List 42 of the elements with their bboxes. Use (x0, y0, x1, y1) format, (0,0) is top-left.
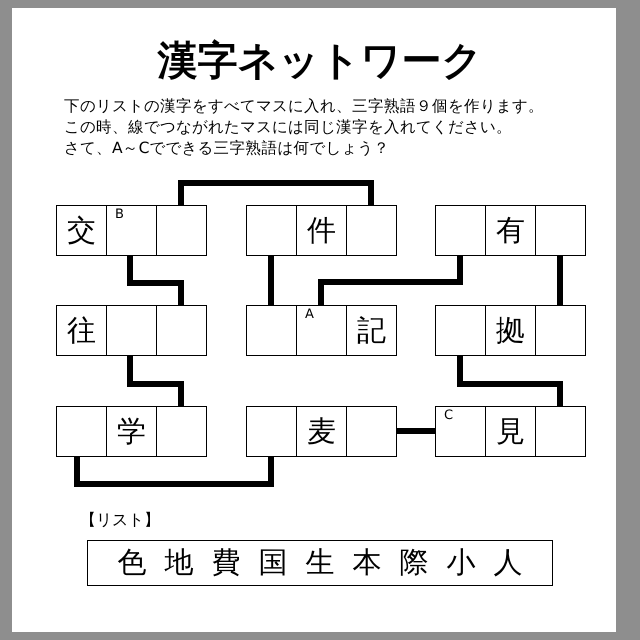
grid-cell: 有 (485, 205, 536, 256)
list-heading: 【リスト】 (80, 510, 160, 531)
grid-cell (246, 205, 297, 256)
connector-line (557, 255, 563, 305)
connector-line (127, 255, 184, 305)
grid-cell: C (435, 406, 486, 457)
grid-cell: 拠 (485, 305, 536, 356)
grid-cell (156, 305, 207, 356)
grid-cell (435, 205, 486, 256)
instruction-text: 下のリストの漢字をすべてマスに入れ、三字熟語９個を作ります。 (64, 96, 544, 116)
grid-cell (246, 305, 297, 356)
grid-cell: 件 (296, 205, 347, 256)
grid-cell (156, 406, 207, 457)
grid-cell (535, 205, 586, 256)
connector-line (178, 180, 374, 205)
title: 漢字ネットワーク (156, 37, 484, 86)
connector-line (318, 255, 463, 305)
grid-cell: B (106, 205, 157, 256)
grid-cell (346, 406, 397, 457)
instruction-text: この時、線でつながれたマスには同じ漢字を入れてください。 (64, 117, 512, 137)
grid-cell: 交 (56, 205, 107, 256)
instruction-text: さて、A～Cでできる三字熟語は何でしょう？ (64, 138, 390, 158)
connector-line (74, 456, 274, 487)
grid-cell (535, 305, 586, 356)
grid-cell (435, 305, 486, 356)
connector-line (127, 355, 184, 406)
word-list-box: 色地費国生本際小人 (87, 540, 553, 586)
connector-line (268, 255, 274, 305)
grid-cell: A (296, 305, 347, 356)
grid-cell: 麦 (296, 406, 347, 457)
connector-line (396, 428, 435, 434)
connector-line (457, 355, 563, 406)
grid-cell (106, 305, 157, 356)
grid-cell (246, 406, 297, 457)
grid-cell: 学 (106, 406, 157, 457)
grid-cell (535, 406, 586, 457)
grid-cell (346, 205, 397, 256)
grid-cell: 見 (485, 406, 536, 457)
grid-cell: 記 (346, 305, 397, 356)
grid-cell: 往 (56, 305, 107, 356)
grid-cell (156, 205, 207, 256)
grid-cell (56, 406, 107, 457)
